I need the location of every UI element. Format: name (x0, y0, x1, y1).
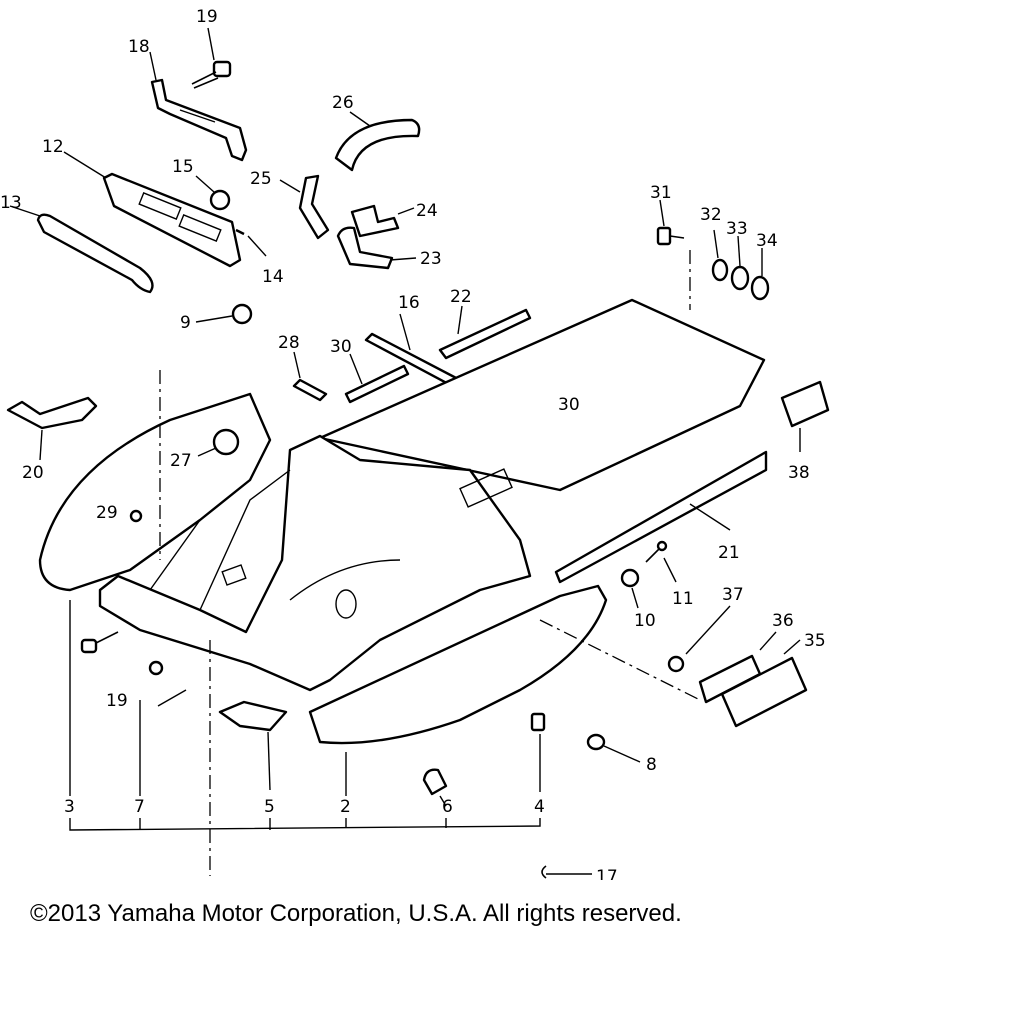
frame-chassis (98, 434, 532, 692)
parts-diagram: 19 18 26 12 15 25 24 13 14 23 31 32 33 3… (0, 7, 830, 880)
callout-4: 4 (534, 797, 545, 817)
callout-21: 21 (718, 543, 740, 563)
callout-2: 2 (340, 797, 351, 817)
callout-8: 8 (646, 755, 657, 775)
part-37-bulb (667, 655, 685, 673)
part-10-grommet (620, 568, 640, 588)
part-2-pan (308, 584, 608, 745)
callout-18: 18 (128, 37, 150, 57)
callout-12: 12 (42, 137, 64, 157)
part-8-plug (586, 733, 606, 751)
callout-20: 20 (22, 463, 44, 483)
part-17-clip (541, 865, 592, 879)
part-19-bolt (191, 60, 232, 89)
callout-16: 16 (398, 293, 420, 313)
part-4-stud (530, 712, 546, 732)
callout-17: 17 (596, 867, 618, 880)
callout-37: 37 (722, 585, 744, 605)
callout-31: 31 (650, 183, 672, 203)
part-23-bracket (336, 226, 394, 270)
callout-9: 9 (180, 313, 191, 333)
callout-33: 33 (726, 219, 748, 239)
part-19-nut (148, 660, 164, 676)
part-11-screw (645, 540, 668, 563)
part-9-cap (231, 303, 253, 325)
callout-7: 7 (134, 797, 145, 817)
part-21-strip (554, 450, 768, 584)
callout-13: 13 (0, 193, 22, 213)
callout-15: 15 (172, 157, 194, 177)
part-33-washer (730, 265, 750, 291)
callout-32: 32 (700, 205, 722, 225)
callout-5: 5 (264, 797, 275, 817)
callout-30: 30 (330, 337, 352, 357)
part-28-pin (292, 378, 328, 402)
callout-3: 3 (64, 797, 75, 817)
part-13-bar (36, 213, 154, 294)
copyright-notice: ©2013 Yamaha Motor Corporation, U.S.A. A… (30, 900, 682, 927)
callout-29: 29 (96, 503, 118, 523)
callout-10: 10 (634, 611, 656, 631)
part-35-lamp (720, 656, 808, 728)
part-38-lens (780, 380, 830, 428)
part-31-bolt (656, 226, 685, 246)
part-6-clamp (422, 768, 448, 796)
part-30-rod-a (344, 364, 410, 404)
part-5-clip (218, 700, 288, 732)
callout-38: 38 (788, 463, 810, 483)
part-32-washer (711, 258, 729, 282)
callout-11: 11 (672, 589, 694, 609)
callout-35: 35 (804, 631, 826, 651)
callout-19-lower: 19 (106, 691, 128, 711)
callout-34: 34 (756, 231, 778, 251)
part-15-nut (209, 189, 231, 211)
part-29-grommet (129, 509, 143, 523)
part-20-guard (6, 396, 98, 430)
part-25-tube (298, 174, 330, 240)
callout-25: 25 (250, 169, 272, 189)
callout-36: 36 (772, 611, 794, 631)
hood-shell (38, 392, 272, 592)
part-27-cap (212, 428, 240, 456)
part-26-grip (334, 118, 421, 172)
part-24-bracket (350, 204, 400, 238)
callout-22: 22 (450, 287, 472, 307)
part-22-strip (438, 308, 532, 360)
part-19-lower-bolt (80, 631, 119, 654)
callout-28: 28 (278, 333, 300, 353)
callout-30-second: 30 (558, 395, 580, 415)
seat-body (318, 298, 766, 492)
callout-19: 19 (196, 7, 218, 27)
callout-6: 6 (442, 797, 453, 817)
callout-23: 23 (420, 249, 442, 269)
callout-24: 24 (416, 201, 438, 221)
callout-26: 26 (332, 93, 354, 113)
part-12-plate (102, 172, 242, 268)
callout-14: 14 (262, 267, 284, 287)
callout-27: 27 (170, 451, 192, 471)
part-18-bracket (150, 78, 248, 162)
part-34-nut (750, 275, 770, 301)
